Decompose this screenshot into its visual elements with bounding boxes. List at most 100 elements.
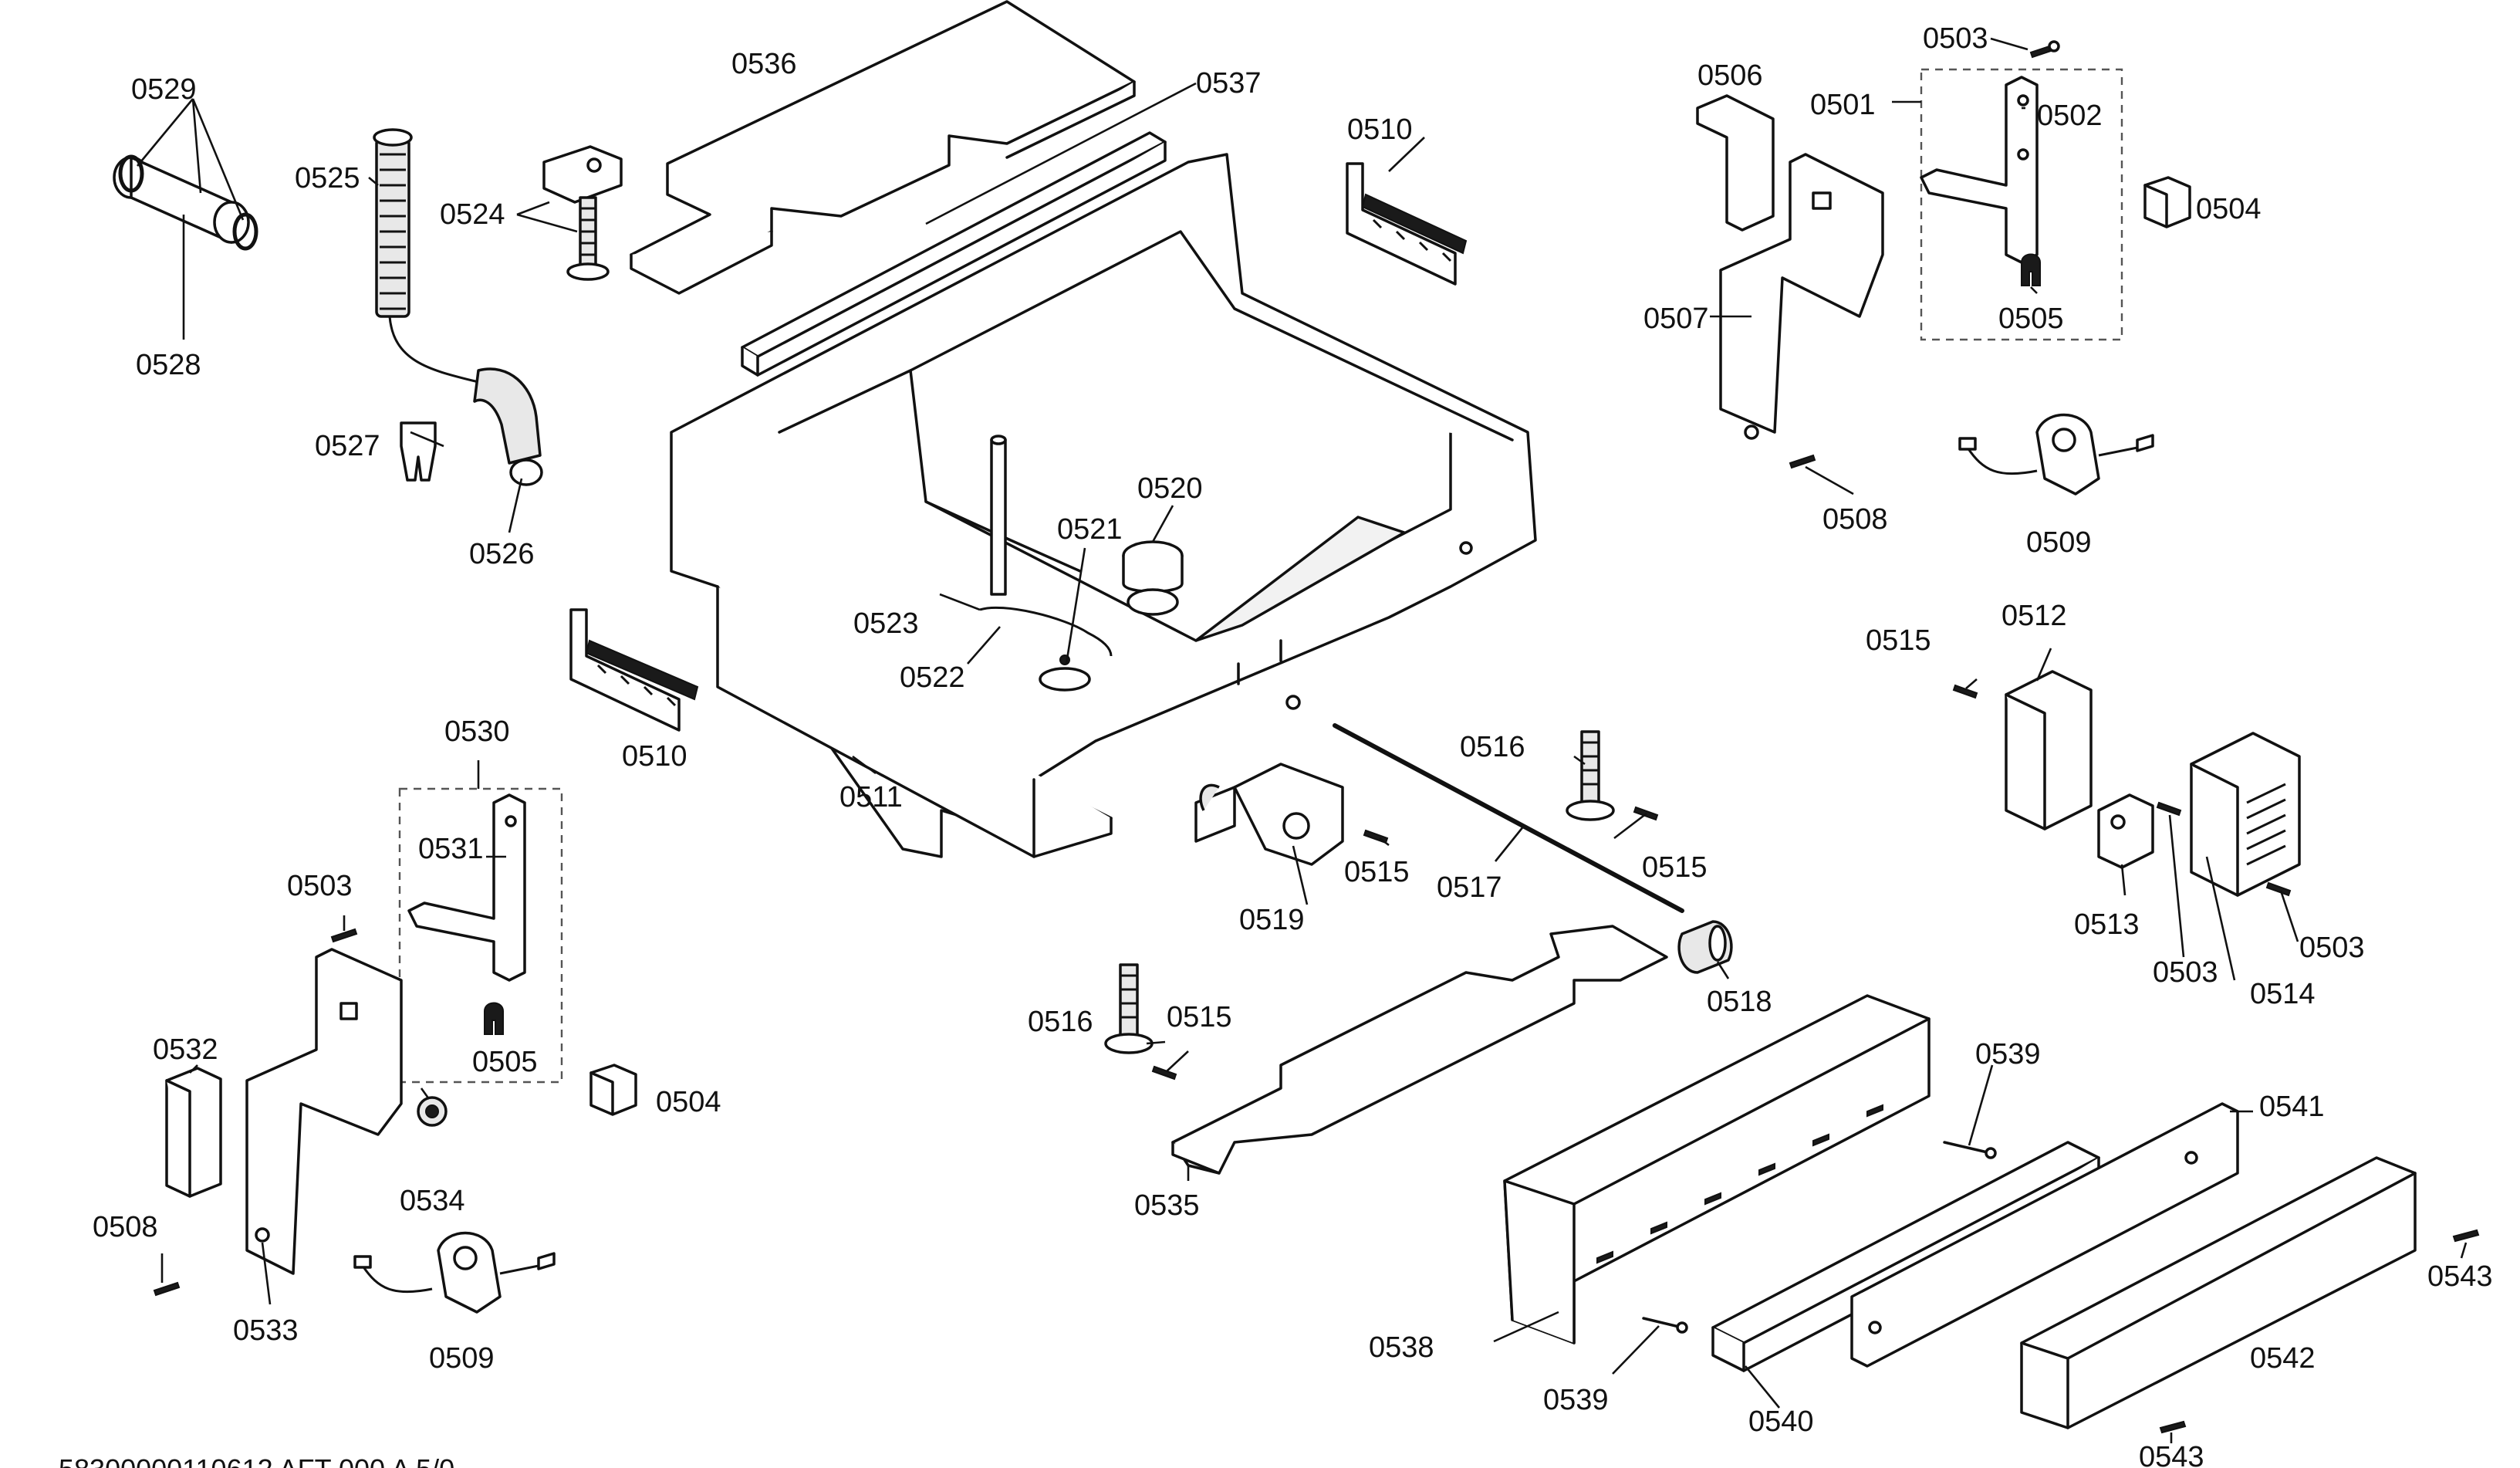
part-0501-group xyxy=(1920,68,2123,341)
callout-0510-upper: 0510 xyxy=(1347,113,1413,146)
callout-0528: 0528 xyxy=(136,349,201,381)
callout-0542: 0542 xyxy=(2250,1342,2316,1375)
drawing-id: 58300000110612 AFT 000 A 5/0 xyxy=(59,1453,454,1468)
callout-0516-upper: 0516 xyxy=(1460,731,1525,763)
part-0526-hose-end xyxy=(473,367,543,486)
callout-0535: 0535 xyxy=(1134,1189,1200,1222)
part-0527-clip xyxy=(400,421,437,482)
callout-0526: 0526 xyxy=(469,538,535,570)
callout-0543-bottom: 0543 xyxy=(2139,1441,2204,1468)
part-0517-rod xyxy=(1333,723,1684,913)
callout-0527: 0527 xyxy=(315,430,380,462)
part-0514-filter-box xyxy=(2190,732,2301,897)
callout-0517: 0517 xyxy=(1437,871,1502,904)
callout-0522: 0522 xyxy=(900,661,965,694)
part-0528-hose xyxy=(113,156,250,244)
callout-0510-lower: 0510 xyxy=(622,740,687,773)
callout-0502: 0502 xyxy=(2037,100,2103,132)
callout-0538: 0538 xyxy=(1369,1331,1434,1364)
callout-0515-c: 0515 xyxy=(1167,1001,1232,1033)
part-0508-screw-lower xyxy=(153,1281,181,1297)
part-0504-connector-lower xyxy=(589,1064,637,1116)
callout-0505-upper: 0505 xyxy=(1998,303,2064,335)
callout-0536: 0536 xyxy=(731,48,797,80)
part-0507-plate xyxy=(1719,153,1884,440)
callout-0531: 0531 xyxy=(418,833,484,865)
callout-0541: 0541 xyxy=(2259,1091,2325,1123)
part-0505-clip-upper xyxy=(2021,253,2041,286)
part-0509-motor-lower xyxy=(353,1231,556,1314)
part-0529-clamps xyxy=(118,154,258,251)
part-0520-sump xyxy=(1122,540,1184,616)
callout-0524: 0524 xyxy=(440,198,505,231)
callout-0539-lower: 0539 xyxy=(1543,1384,1609,1416)
part-0530-group xyxy=(398,787,563,1084)
part-0533-plate xyxy=(245,948,403,1275)
callout-0509-lower: 0509 xyxy=(429,1342,495,1375)
part-0504-connector-upper xyxy=(2143,176,2191,228)
callout-0537: 0537 xyxy=(1196,67,1262,100)
callout-0514: 0514 xyxy=(2250,978,2316,1010)
part-0518-cap xyxy=(1677,920,1733,974)
part-0521-sensor xyxy=(979,606,1113,692)
part-0509-motor-upper xyxy=(1958,413,2154,496)
part-0503-screw-left xyxy=(330,928,358,943)
callout-labels: 0529 0528 0525 0527 0526 0524 0536 0537 … xyxy=(93,22,2493,1468)
part-0510-bracket-upper xyxy=(1346,162,1468,286)
part-0519-valve xyxy=(1194,763,1344,866)
callout-0505-lower: 0505 xyxy=(472,1046,538,1078)
part-0512-cover xyxy=(2005,670,2093,830)
callout-0530: 0530 xyxy=(444,715,510,748)
part-0535-lower-panel xyxy=(1171,925,1668,1175)
callout-0539-upper: 0539 xyxy=(1975,1038,2041,1071)
part-0505-clip-lower xyxy=(484,1002,504,1035)
part-0525-coil-hose xyxy=(373,128,479,384)
part-0534-grommet xyxy=(417,1096,448,1127)
callout-0512: 0512 xyxy=(2001,600,2067,632)
part-0542-plinth xyxy=(2020,1156,2417,1429)
callout-0533: 0533 xyxy=(233,1314,299,1347)
part-0541-panel xyxy=(1850,1102,2239,1368)
callout-0503-top: 0503 xyxy=(1923,22,1988,55)
part-0510-bracket-lower xyxy=(569,608,699,732)
callout-0507: 0507 xyxy=(1643,303,1709,335)
callout-0508-lower: 0508 xyxy=(93,1211,158,1243)
part-0503-screws-right xyxy=(2156,801,2292,897)
callout-0504-lower: 0504 xyxy=(656,1086,721,1118)
callout-0543-right: 0543 xyxy=(2427,1260,2493,1293)
part-0537-seal-strip xyxy=(741,131,1167,377)
callout-0532: 0532 xyxy=(153,1033,218,1066)
callout-0501: 0501 xyxy=(1810,89,1876,121)
part-0513-bracket xyxy=(2097,793,2154,869)
callout-0508-upper: 0508 xyxy=(1822,503,1888,536)
callout-0503-d: 0503 xyxy=(2299,932,2365,964)
callout-0506: 0506 xyxy=(1697,59,1763,92)
part-0503-screw-top xyxy=(2029,40,2060,59)
part-0543-screws xyxy=(2159,1229,2480,1434)
callout-0509-upper: 0509 xyxy=(2026,526,2092,559)
callout-0519: 0519 xyxy=(1239,904,1305,936)
callout-0540: 0540 xyxy=(1748,1405,1814,1438)
callout-0525: 0525 xyxy=(295,162,360,194)
callout-0504-upper: 0504 xyxy=(2196,193,2262,225)
callout-0515-b: 0515 xyxy=(1344,856,1410,888)
part-0516-foot-lower xyxy=(1104,963,1154,1054)
callout-0520: 0520 xyxy=(1137,472,1203,505)
leader-lines xyxy=(136,37,2468,1443)
part-0506-bracket xyxy=(1696,94,1775,232)
part-0516-foot-upper xyxy=(1566,730,1615,821)
part-0538-kickplate xyxy=(1503,994,1931,1345)
callout-0516-lower: 0516 xyxy=(1028,1006,1093,1038)
callout-0521: 0521 xyxy=(1057,513,1123,546)
part-0536-panel xyxy=(630,0,1136,295)
part-0508-screw-upper xyxy=(1789,454,1816,469)
callout-0523: 0523 xyxy=(853,607,919,640)
callout-0503-c: 0503 xyxy=(2153,956,2218,989)
part-0532-cover xyxy=(165,1067,222,1198)
callout-0515-a: 0515 xyxy=(1642,851,1708,884)
callout-0513: 0513 xyxy=(2074,908,2140,941)
callout-0529: 0529 xyxy=(131,73,197,106)
part-0511-base-tray xyxy=(670,153,1537,858)
callout-0534: 0534 xyxy=(400,1185,465,1217)
callout-0503-left: 0503 xyxy=(287,870,353,902)
